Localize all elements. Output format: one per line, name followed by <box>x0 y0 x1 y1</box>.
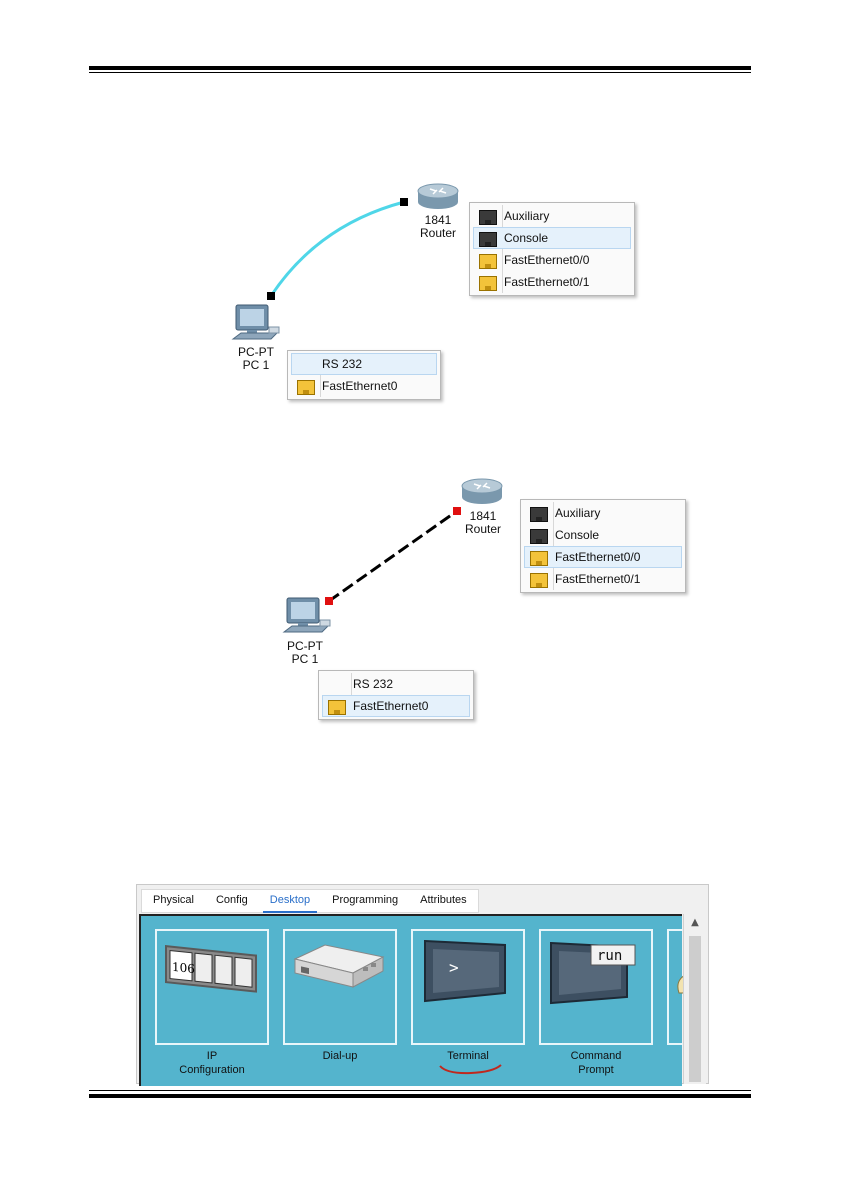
router-port-menu: Auxiliary Console FastEthernet0/0 FastEt… <box>520 499 686 593</box>
pc-icon <box>284 598 330 632</box>
tab-programming[interactable]: Programming <box>321 890 409 912</box>
app-label-line2: Prompt <box>531 1063 661 1077</box>
scroll-up-icon[interactable]: ▲ <box>684 914 706 932</box>
app-label-terminal: Terminal <box>403 1049 533 1063</box>
terminal-prompt-text: > <box>449 958 459 977</box>
port-fastethernet0-1[interactable]: FastEthernet0/1 <box>524 568 682 590</box>
pc-port-menu: RS 232 FastEthernet0 <box>318 670 474 720</box>
port-label: FastEthernet0/1 <box>555 572 640 586</box>
app-label-dial-up: Dial-up <box>275 1049 405 1063</box>
yellow-port-icon <box>530 573 548 588</box>
desktop-app-area: 106 IP Configuration Dial-up <box>139 914 682 1086</box>
figure-ethernet-connection: 1841 Router PC-PT PC 1 Auxiliary Console… <box>0 0 841 760</box>
pc-label: PC-PT PC 1 <box>281 640 329 666</box>
dark-port-icon <box>530 529 548 544</box>
router-label: 1841 Router <box>459 510 507 536</box>
figure-2-canvas <box>0 0 841 760</box>
app-terminal[interactable]: > <box>411 929 525 1045</box>
port-auxiliary[interactable]: Auxiliary <box>524 502 682 524</box>
run-icon-text: run <box>597 948 622 964</box>
pc-name: PC 1 <box>281 653 329 666</box>
footer-rule-thick <box>89 1094 751 1098</box>
app-label-line1: Terminal <box>403 1049 533 1063</box>
port-console[interactable]: Console <box>524 524 682 546</box>
port-rs232[interactable]: RS 232 <box>322 673 470 695</box>
router-icon <box>462 479 502 504</box>
tab-config[interactable]: Config <box>205 890 259 912</box>
dial-up-modem-icon <box>285 931 395 1043</box>
tab-attributes[interactable]: Attributes <box>409 890 477 912</box>
port-label: Auxiliary <box>555 506 600 520</box>
app-label-line1: Dial-up <box>275 1049 405 1063</box>
port-fastethernet0[interactable]: FastEthernet0 <box>322 695 470 717</box>
yellow-port-icon <box>328 700 346 715</box>
ip-configuration-icon: 106 <box>157 931 267 1043</box>
red-underline-annotation <box>437 1063 507 1077</box>
crossover-cable <box>329 511 457 601</box>
dark-port-icon <box>530 507 548 522</box>
ip-icon-text: 106 <box>172 960 195 976</box>
router-name: Router <box>459 523 507 536</box>
cable-endpoint-pc <box>325 597 333 605</box>
app-label-command-prompt: Command Prompt <box>531 1049 661 1077</box>
port-label: FastEthernet0 <box>353 699 428 713</box>
tab-physical[interactable]: Physical <box>142 890 205 912</box>
app-dial-up[interactable] <box>283 929 397 1045</box>
terminal-icon: > <box>413 931 523 1043</box>
vertical-scrollbar[interactable]: ▲ <box>683 914 706 1084</box>
footer-rule-thin <box>89 1090 751 1091</box>
port-label: Console <box>555 528 599 542</box>
app-command-prompt[interactable]: run <box>539 929 653 1045</box>
yellow-port-icon <box>530 551 548 566</box>
app-ip-configuration[interactable]: 106 <box>155 929 269 1045</box>
app-label-line1: Command <box>531 1049 661 1063</box>
port-fastethernet0-0[interactable]: FastEthernet0/0 <box>524 546 682 568</box>
tab-bar: Physical Config Desktop Programming Attr… <box>141 889 479 913</box>
scroll-thumb[interactable] <box>689 936 701 1082</box>
port-label: FastEthernet0/0 <box>555 550 640 564</box>
app-label-line2: Configuration <box>147 1063 277 1077</box>
tab-desktop[interactable]: Desktop <box>259 890 321 912</box>
pc-desktop-window: Physical Config Desktop Programming Attr… <box>136 884 709 1084</box>
command-prompt-icon: run <box>541 931 651 1043</box>
port-label: RS 232 <box>353 677 393 691</box>
app-label-ip-configuration: IP Configuration <box>147 1049 277 1077</box>
app-partial-next[interactable] <box>667 929 683 1045</box>
app-label-line1: IP <box>147 1049 277 1063</box>
